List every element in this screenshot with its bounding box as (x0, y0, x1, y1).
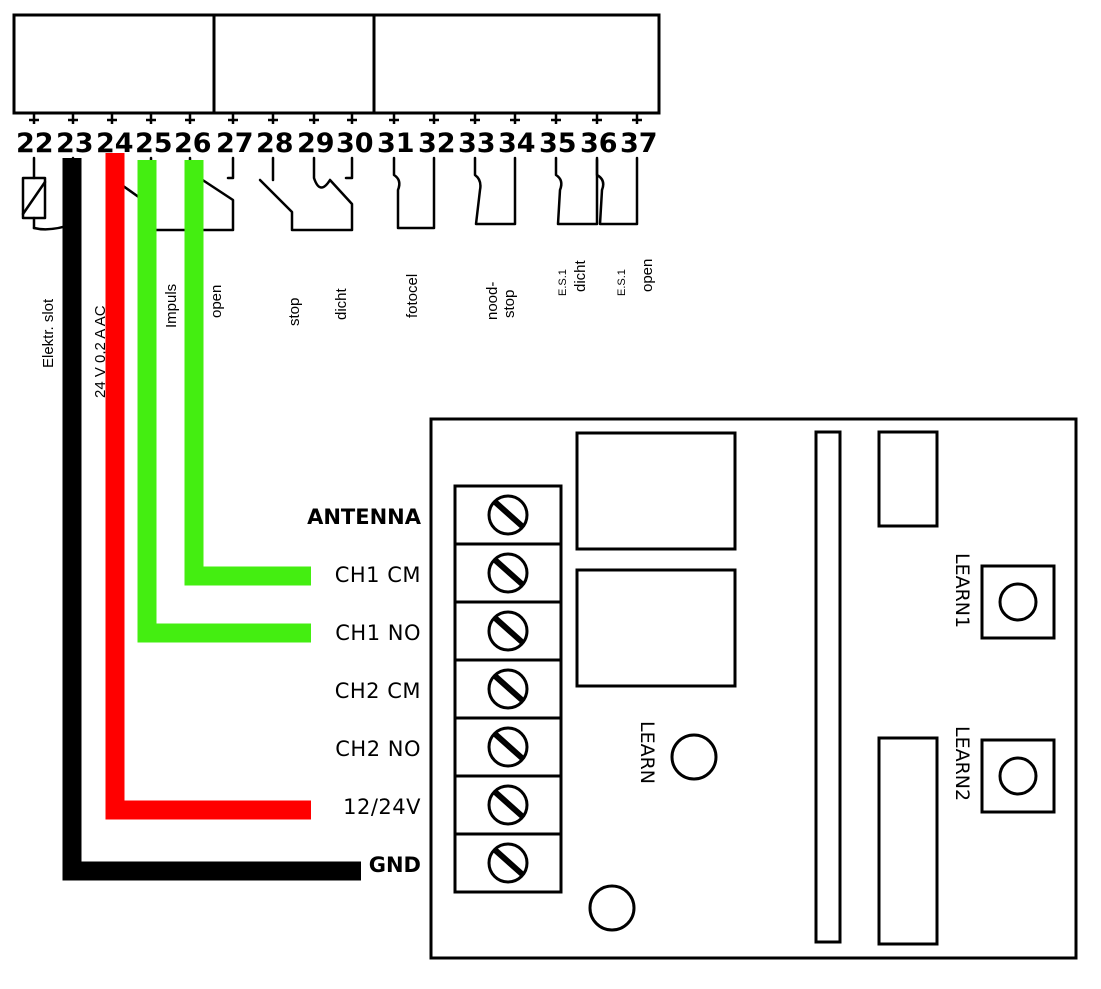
terminal-label-12-24v: 12/24V (343, 795, 421, 819)
terminal-number: 36 (580, 128, 618, 159)
label-elektr-slot: Elektr. slot (40, 298, 57, 368)
receiver-module: ANTENNA CH1 CM CH1 NO CH2 CM CH2 NO 12/2… (307, 417, 1078, 960)
receiver-board (429, 417, 1078, 960)
terminal-number: 37 (620, 128, 658, 159)
label-es1-open-2: open (639, 259, 656, 292)
fotocel-contact-icon (392, 156, 436, 230)
terminal-label-ch2-cm: CH2 CM (335, 679, 421, 703)
label-es1-open-1: E.S.1 (616, 269, 628, 296)
label-dicht: dicht (333, 287, 350, 320)
terminal-label-ch1-cm: CH1 CM (335, 563, 421, 587)
label-supply: 24 V 0,2 A AC (92, 305, 109, 398)
controller-function-labels: Elektr. slot 24 V 0,2 A AC Impuls open s… (40, 259, 656, 398)
terminal-number: 23 (56, 128, 94, 159)
terminal-label-ch1-no: CH1 NO (335, 621, 421, 645)
learn1-label: LEARN1 (951, 553, 973, 628)
impuls-contact-icon (110, 156, 235, 232)
learn1-button[interactable] (980, 564, 1056, 640)
label-es1-dicht-2: dicht (572, 259, 589, 292)
learn-label: LEARN (636, 721, 658, 784)
label-fotocel: fotocel (404, 274, 421, 318)
screw-icon (487, 842, 529, 884)
terminal-screws (487, 494, 529, 884)
terminal-numbers: 22 23 24 25 26 27 28 29 30 31 32 33 34 3… (16, 128, 658, 159)
label-noodstop-2: stop (501, 290, 518, 318)
wire-12-24v (105, 153, 311, 820)
learn2-button[interactable] (980, 738, 1056, 814)
wire-ch1-cm (184, 160, 311, 586)
learn2-label: LEARN2 (951, 726, 973, 801)
terminal-number: 30 (336, 128, 374, 159)
noodstop-contact-icon (473, 156, 517, 226)
terminal-label-ch2-no: CH2 NO (335, 737, 421, 761)
component-bottom-right (877, 736, 939, 946)
label-stop: stop (286, 298, 303, 326)
wire-gnd (62, 158, 361, 881)
controller-housing (12, 13, 661, 115)
terminal-number: 29 (297, 128, 335, 159)
screw-icon (487, 726, 529, 768)
board-strip (814, 430, 842, 944)
learn-button[interactable] (670, 733, 718, 781)
stop-contact-icon (258, 156, 354, 232)
terminal-number: 34 (498, 128, 536, 159)
label-noodstop-1: nood- (484, 282, 501, 320)
terminal-label-gnd: GND (369, 853, 421, 877)
screw-icon (487, 784, 529, 826)
receiver-terminal-labels: ANTENNA CH1 CM CH1 NO CH2 CM CH2 NO 12/2… (307, 505, 422, 877)
es1-open-contact-icon (595, 156, 639, 226)
relay-2 (575, 568, 737, 688)
wires (62, 153, 361, 881)
led-indicator (588, 884, 636, 932)
screw-icon (487, 610, 529, 652)
terminal-number: 32 (418, 128, 456, 159)
terminal-number: 28 (256, 128, 294, 159)
label-es1-dicht-1: E.S.1 (557, 269, 569, 296)
wire-ch1-no (137, 160, 311, 643)
label-open: open (208, 285, 225, 318)
terminal-number: 33 (458, 128, 496, 159)
terminal-ticks (29, 113, 642, 124)
es1-dicht-contact-icon (554, 156, 599, 226)
terminal-number: 26 (174, 128, 212, 159)
terminal-label-antenna: ANTENNA (307, 505, 422, 529)
relay-1 (575, 431, 737, 551)
terminal-number: 31 (377, 128, 415, 159)
terminal-number: 35 (539, 128, 577, 159)
screw-icon (487, 668, 529, 710)
terminal-number: 25 (135, 128, 173, 159)
screw-icon (487, 494, 529, 536)
label-impuls: Impuls (163, 284, 180, 328)
terminal-number: 27 (216, 128, 254, 159)
terminal-number: 22 (16, 128, 54, 159)
screw-icon (487, 552, 529, 594)
component-top-right (877, 430, 939, 528)
